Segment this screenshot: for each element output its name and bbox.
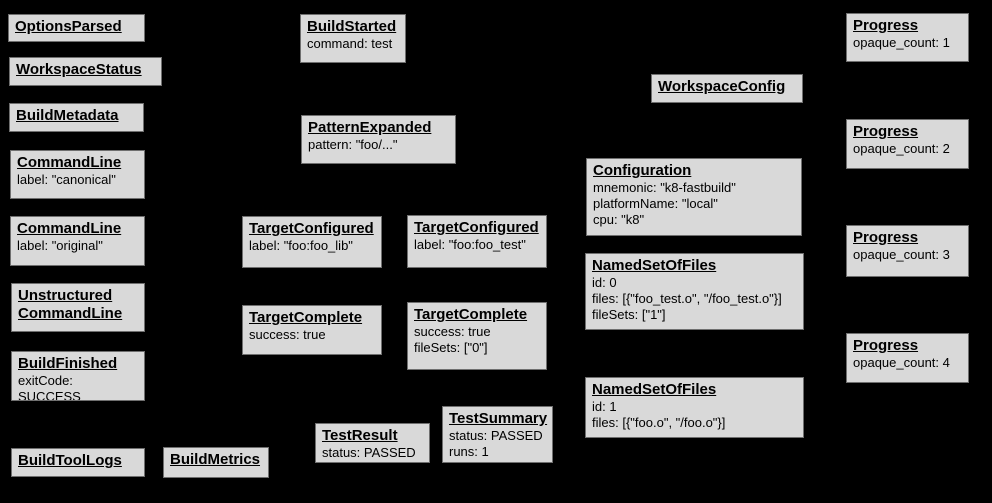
- event-body: opaque_count: 2: [853, 141, 950, 156]
- event-title: BuildMetrics: [170, 451, 261, 468]
- event-title: Unstructured CommandLine: [18, 287, 123, 322]
- event-box-build-metadata: BuildMetadata: [9, 103, 144, 132]
- event-body: opaque_count: 3: [853, 247, 950, 262]
- event-title: BuildStarted: [307, 18, 397, 35]
- event-title: WorkspaceStatus: [16, 61, 142, 78]
- event-body: label: "foo:foo_lib": [249, 238, 353, 253]
- event-body: opaque_count: 4: [853, 355, 950, 370]
- event-title: Progress: [853, 123, 919, 140]
- event-box-options-parsed: OptionsParsed: [8, 14, 145, 42]
- event-box-target-configured-foo-lib: TargetConfigured label: "foo:foo_lib": [242, 216, 382, 268]
- event-title: Progress: [853, 337, 919, 354]
- event-title: OptionsParsed: [15, 18, 122, 35]
- event-body: mnemonic: "k8-fastbuild" platformName: "…: [593, 180, 736, 227]
- event-body: success: true: [249, 327, 326, 342]
- event-box-command-line-canonical: CommandLine label: "canonical": [10, 150, 145, 199]
- event-title: TestResult: [322, 427, 398, 444]
- event-body: exitCode: SUCCESS: [18, 373, 81, 401]
- event-title: NamedSetOfFiles: [592, 257, 717, 274]
- event-title: TargetConfigured: [414, 219, 539, 236]
- event-box-command-line-original: CommandLine label: "original": [10, 216, 145, 266]
- event-box-named-set-of-files-1: NamedSetOfFiles id: 1 files: [{"foo.o", …: [585, 377, 804, 438]
- event-body: id: 0 files: [{"foo_test.o", "/foo_test.…: [592, 275, 782, 322]
- event-body: status: PASSED runs: 1: [449, 428, 543, 459]
- event-title: NamedSetOfFiles: [592, 381, 717, 398]
- event-title: TargetConfigured: [249, 220, 374, 237]
- event-body: opaque_count: 1: [853, 35, 950, 50]
- event-title: Progress: [853, 229, 919, 246]
- event-title: BuildFinished: [18, 355, 118, 372]
- event-body: label: "canonical": [17, 172, 116, 187]
- event-box-progress-3: Progress opaque_count: 3: [846, 225, 969, 277]
- event-box-workspace-status: WorkspaceStatus: [9, 57, 162, 86]
- event-title: CommandLine: [17, 220, 122, 237]
- event-box-test-summary: TestSummary status: PASSED runs: 1: [442, 406, 553, 463]
- event-box-target-complete-lib: TargetComplete success: true: [242, 305, 382, 355]
- event-box-build-finished: BuildFinished exitCode: SUCCESS: [11, 351, 145, 401]
- event-box-progress-2: Progress opaque_count: 2: [846, 119, 969, 169]
- event-box-pattern-expanded: PatternExpanded pattern: "foo/...": [301, 115, 456, 164]
- event-title: TestSummary: [449, 410, 548, 427]
- event-box-progress-1: Progress opaque_count: 1: [846, 13, 969, 62]
- event-title: Progress: [853, 17, 919, 34]
- event-box-progress-4: Progress opaque_count: 4: [846, 333, 969, 383]
- event-box-target-configured-foo-test: TargetConfigured label: "foo:foo_test": [407, 215, 547, 268]
- event-title: CommandLine: [17, 154, 122, 171]
- event-title: BuildToolLogs: [18, 452, 122, 469]
- event-body: id: 1 files: [{"foo.o", "/foo.o"}]: [592, 399, 726, 430]
- event-box-build-tool-logs: BuildToolLogs: [11, 448, 145, 477]
- event-title: BuildMetadata: [16, 107, 119, 124]
- event-title: TargetComplete: [249, 309, 363, 326]
- event-body: status: PASSED: [322, 445, 416, 460]
- event-title: Configuration: [593, 162, 692, 179]
- event-body: label: "foo:foo_test": [414, 237, 526, 252]
- event-body: success: true fileSets: ["0"]: [414, 324, 491, 355]
- event-body: pattern: "foo/...": [308, 137, 398, 152]
- event-body: label: "original": [17, 238, 103, 253]
- event-title: WorkspaceConfig: [658, 78, 786, 95]
- event-box-build-started: BuildStarted command: test: [300, 14, 406, 63]
- event-title: TargetComplete: [414, 306, 528, 323]
- event-box-workspace-config: WorkspaceConfig: [651, 74, 803, 103]
- event-body: command: test: [307, 36, 393, 51]
- event-box-named-set-of-files-0: NamedSetOfFiles id: 0 files: [{"foo_test…: [585, 253, 804, 330]
- event-box-unstructured-command-line: Unstructured CommandLine: [11, 283, 145, 332]
- event-box-target-complete-test: TargetComplete success: true fileSets: […: [407, 302, 547, 370]
- event-box-test-result: TestResult status: PASSED: [315, 423, 430, 463]
- event-box-configuration: Configuration mnemonic: "k8-fastbuild" p…: [586, 158, 802, 236]
- event-title: PatternExpanded: [308, 119, 432, 136]
- event-box-build-metrics: BuildMetrics: [163, 447, 269, 478]
